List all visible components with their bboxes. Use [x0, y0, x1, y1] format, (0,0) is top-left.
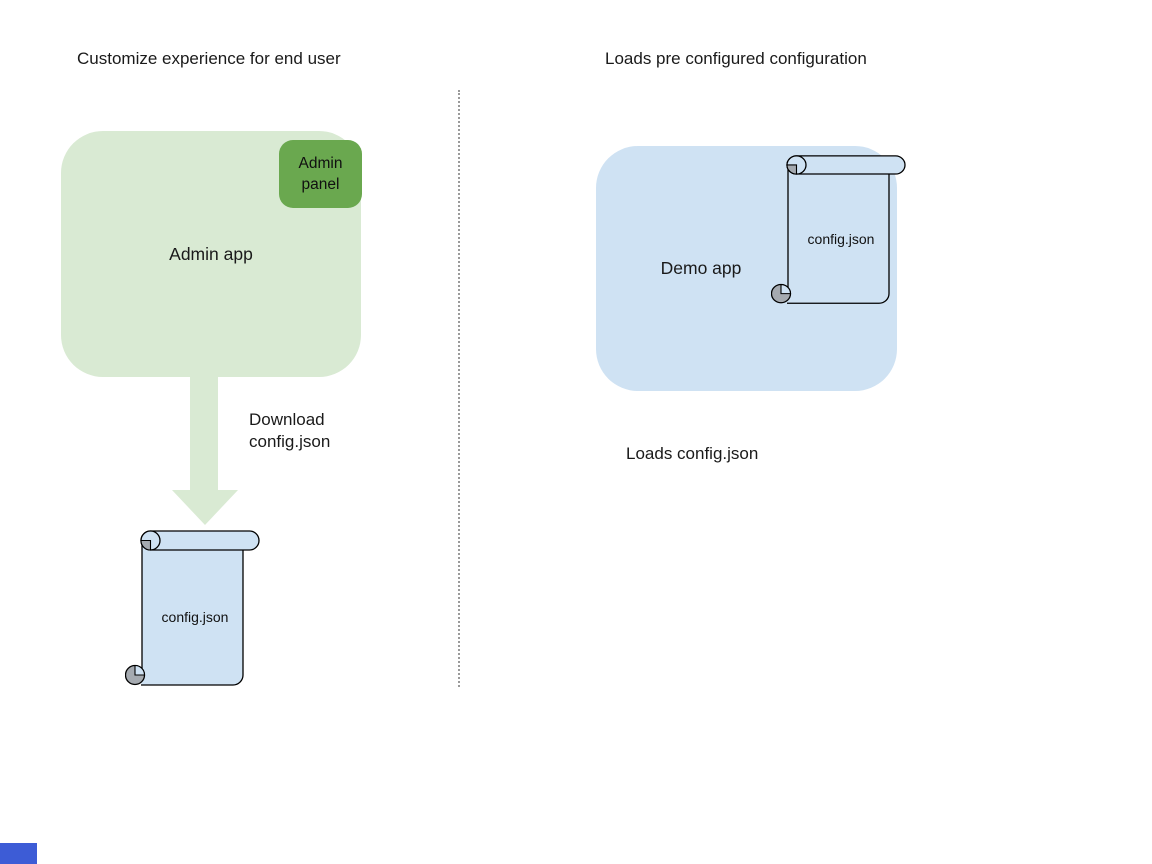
scroll-icon	[771, 155, 906, 304]
admin-panel-label-line2: panel	[301, 176, 340, 193]
download-caption-line2: config.json	[249, 432, 331, 451]
corner-blue-mark	[0, 843, 37, 864]
download-caption: Download config.json	[249, 409, 330, 453]
config-file-scroll-right: config.json	[771, 153, 907, 308]
loads-caption: Loads config.json	[626, 444, 759, 463]
config-file-label-right: config.json	[807, 230, 875, 247]
admin-panel-box: Admin panel	[279, 140, 362, 208]
vertical-divider	[458, 90, 460, 687]
download-caption-line1: Download	[249, 410, 325, 429]
right-section-title: Loads pre configured configuration	[605, 49, 867, 68]
admin-panel-label-line1: Admin	[298, 155, 343, 172]
admin-app-label: Admin app	[169, 243, 253, 264]
demo-app-label: Demo app	[660, 258, 742, 278]
config-file-scroll-left: config.json	[125, 528, 261, 690]
config-file-label-left: config.json	[161, 609, 229, 625]
left-section-title: Customize experience for end user	[77, 49, 341, 68]
scroll-icon	[125, 530, 260, 686]
download-arrow-icon	[172, 377, 238, 525]
